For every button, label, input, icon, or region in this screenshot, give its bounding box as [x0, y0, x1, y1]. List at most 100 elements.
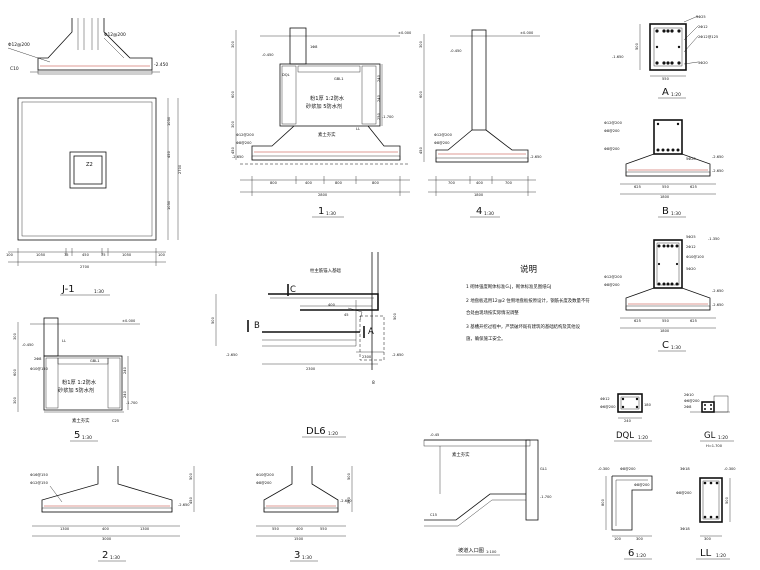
plan-total-dim: 2700 — [178, 164, 182, 174]
dim-label: 300 — [231, 40, 235, 48]
drawing-title: C — [662, 340, 669, 351]
wall-note: 粉1厚 1:2防水 — [62, 378, 97, 386]
elevation-label: -2.650 — [232, 155, 244, 159]
soil-note: 素土夯实 — [318, 131, 336, 138]
rebar-label: 5Φ20 — [698, 61, 708, 65]
rebar-label: Φ12@200 — [434, 133, 453, 137]
rebar-label: Φ8@200 — [676, 491, 692, 495]
rebar-label: 2Φ12 — [686, 245, 696, 249]
elevation-label: -1.350 — [708, 237, 720, 241]
dim-total: 1500 — [294, 537, 304, 541]
elevation-label: ±0.000 — [398, 31, 412, 35]
dim-total: 1800 — [660, 195, 670, 199]
elevation-label: -2.650 — [712, 169, 724, 173]
db-label: 2Φ8 — [34, 357, 42, 361]
rebar-label: Φ8@200 — [634, 483, 650, 487]
section-4: ±0.000 -0.450 -2.650 Φ12@200 Φ8@200 700 … — [419, 29, 542, 218]
rebar-label: Φ8@200 — [620, 467, 636, 471]
dim-label: 500 — [189, 472, 193, 480]
dim-label: 500 — [347, 472, 351, 480]
ll-section: 3Φ18 Φ8@200 3Φ18 -0.300 300 500 LL 1:20 — [676, 467, 736, 560]
dim-label: 550 — [662, 77, 670, 81]
gl-section: 2Φ10 Φ6@200 2Φ8 GL 1:20 H=1.700 — [684, 393, 734, 448]
plan-dim: 450 — [82, 253, 90, 257]
rebar-label: Φ8@200 — [256, 481, 272, 485]
plan-dim: 75 — [101, 253, 106, 257]
drawing-title: GL — [704, 431, 716, 441]
dim-label: 500 — [635, 42, 639, 50]
dim-label: 350 — [347, 496, 351, 504]
note-line: 3 基槽开挖过程中，严禁破坏既有建筑的基础结构及其他设 — [466, 323, 581, 330]
dim-label: 800 — [372, 181, 380, 185]
dim-label: 400 — [476, 181, 484, 185]
dim-label: 625 — [634, 319, 641, 323]
section-6: -0.300 Φ8@200 Φ8@200 800 100 300 6 1:20 — [598, 467, 653, 560]
elevation-label: -2.650 — [340, 499, 352, 503]
rebar-label: 5Φ20 — [686, 157, 696, 161]
drawing-scale: 1:30 — [671, 345, 681, 351]
section-3: Φ10@200 Φ8@200 -2.650 550 400 550 1500 5… — [256, 466, 352, 562]
gl-label: GL1 — [540, 467, 547, 471]
elevation-label: -2.650 — [530, 155, 542, 159]
rebar-label: 5Φ25 — [696, 15, 706, 19]
cut-label-a: A — [368, 327, 374, 337]
dim-label: 550 — [662, 319, 670, 323]
elevation-label: ±0.000 — [520, 31, 534, 35]
rebar-label: Φ10@100 — [686, 255, 705, 259]
elevation-label: -1.700 — [540, 495, 552, 499]
notes-title: 说明 — [520, 264, 537, 275]
section-b: Φ12@200 Φ8@200 5Φ20 Φ8@200 -2.650 -2.650… — [604, 119, 724, 218]
wall-note: 砂浆加 5防水剂 — [58, 386, 94, 394]
plan-dim: 100 — [158, 253, 166, 257]
wall-note: 粉1厚 1:2防水 — [310, 94, 345, 102]
rebar-label: 4Φ12 — [600, 397, 610, 401]
drawing-title: DQL — [616, 431, 634, 441]
plan-dim: 1050 — [122, 253, 132, 257]
dim-total: 3000 — [102, 537, 112, 541]
rebar-label: Φ6@200 — [600, 405, 616, 409]
elevation-label: -0.45 — [430, 433, 439, 437]
drawing-scale: 1:20 — [638, 435, 648, 441]
dim-label: 550 — [320, 527, 328, 531]
dl6-note: 柱主筋锚入基础 — [310, 267, 341, 274]
elevation-label: -0.450 — [450, 49, 462, 53]
elevation-label: -1.650 — [612, 55, 624, 59]
dim-label: 700 — [448, 181, 456, 185]
dim-label: 240 — [624, 419, 632, 423]
dl6-detail: 柱主筋锚入基础 C B A -2.650 -2.650 400 45 500 5… — [211, 252, 404, 438]
drawing-title: B — [662, 206, 669, 217]
rebar-label: 5Φ20 — [686, 267, 696, 271]
rebar-label: Φ12@150 — [30, 481, 49, 485]
dim-label: 600 — [13, 368, 17, 376]
plan-total-dim: 2700 — [80, 265, 90, 269]
dim-label: 300 — [13, 396, 17, 404]
c15-label: C15 — [430, 513, 437, 517]
rebar-label: 2Φ12 — [698, 25, 708, 29]
dim-label: 180 — [644, 403, 652, 407]
rebar-label: Φ10@200 — [256, 473, 275, 477]
dim-total: 1800 — [660, 329, 670, 333]
plan-dim: 1050 — [167, 200, 171, 210]
dim-label: 300 — [704, 537, 712, 541]
drawing-title: 1 — [318, 206, 324, 217]
elevation-label: -2.650 — [392, 353, 404, 357]
dql-label: DQL — [282, 73, 290, 77]
elevation-label: -1.700 — [126, 401, 138, 405]
elevation-label: -2.650 — [712, 289, 724, 293]
section-5: 粉1厚 1:2防水 砂浆加 5防水剂 素土夯实 ±0.000 -0.450 -1… — [13, 317, 140, 442]
drawing-title: 5 — [74, 430, 80, 441]
plan-dim: 1050 — [167, 116, 171, 126]
j1-section-top: Φ12@200 Φ12@200 C10 -2.450 — [7, 18, 168, 75]
dim-label: 300 — [231, 120, 235, 128]
elevation-label: -2.650 — [712, 303, 724, 307]
ll-label: LL — [62, 339, 66, 343]
drawing-scale: 1:20 — [716, 553, 726, 559]
wall-note: 砂浆加 5防水剂 — [306, 102, 342, 110]
rebar-label: Φ10@150 — [30, 367, 49, 371]
plan-dim: 1050 — [36, 253, 46, 257]
dim-label: 800 — [270, 181, 278, 185]
dim-label: 1300 — [60, 527, 70, 531]
drawing-scale: 1:30 — [302, 555, 312, 561]
drawing-scale: 1:20 — [636, 553, 646, 559]
dim-label: 700 — [505, 181, 513, 185]
